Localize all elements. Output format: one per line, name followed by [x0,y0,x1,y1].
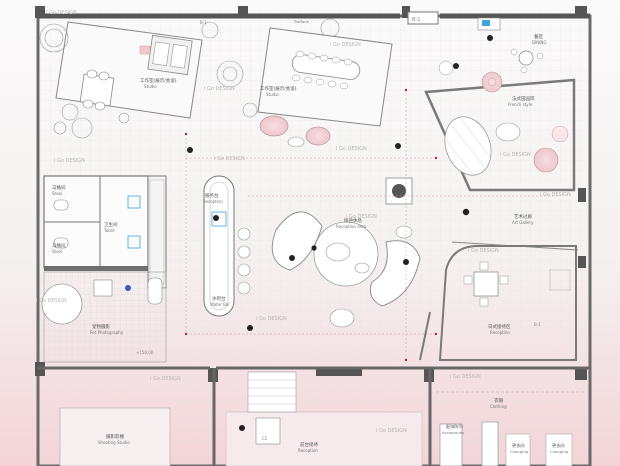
stool-top-label: 马桶间 [52,184,66,191]
watermark-7: i Go DESIGN [346,214,377,220]
pet-photo-label-en: Pet Photography [90,330,124,335]
watermark-8: i Go DESIGN [500,152,531,158]
studio-right: 工作室(展示/会谈) Studio 独立平台 Platform [257,13,393,127]
accessories-label-en: Accessories [442,430,464,435]
toilet-block: 马桶间 Stool 卫生间 Toilet 马桶间 Stool [43,175,167,289]
stool-top-label-en: Stool [52,191,62,196]
art-gallery-label-en: Art Gallery [512,220,534,225]
watermark-6: i Go DESIGN [54,158,85,164]
reception-area-label: 接待休息 [344,217,362,224]
watermark-14: i Go DESIGN [376,428,407,434]
changing-left-label-en: Changing [510,449,529,454]
reception-desk-label-en: Reception [203,199,223,204]
watermark-13: i Go DESIGN [450,374,481,380]
watermark-10: i Go DESIGN [36,298,67,304]
platform-label-en: Platform [294,20,310,24]
watermark-15: i Go DESIGN [540,192,571,198]
shooting-studio: 摄影影棚 Shooting Studio [59,407,171,466]
watermark-12: i Go DESIGN [150,376,181,382]
bottom-walls [38,366,590,466]
accessories-label: 配饰陈列 [446,423,463,430]
tag-right: B-1 [534,322,541,327]
jp-reception: 日式接待区 Reception B-1 [438,245,577,361]
french-area: 法式田园风 French style [424,60,576,192]
water-bar-label: 水吧台 [212,295,226,302]
water-bar-label-en: Water Bar [210,302,230,307]
dining-area: 餐区 DINING [477,17,547,74]
toilet-label: 卫生间 [104,221,118,228]
reception-desk: 服务台 Reception 水吧台 Water Bar [203,175,251,317]
watermark-2: i Go DESIGN [330,42,361,48]
front-desk-label: 前台接待 [300,441,318,448]
reception-desk-label: 服务台 [205,192,219,199]
studio-left-label: 工作室(展示/会谈) [140,77,177,84]
watermarks: i Go DESIGN i Go DESIGN i Go DESIGN i Go… [36,10,571,434]
dining-label: 餐区 [534,33,543,40]
watermark-1: i Go DESIGN [46,10,77,16]
shooting-label: 摄影影棚 [106,433,124,440]
reception-area: 接待休息 Reception area [271,177,421,328]
studio-left-label-en: Studio [144,84,157,89]
studio-right-label-en: Studio [266,92,279,97]
stool-bottom-label: 马桶间 [52,242,66,249]
people-figures [187,35,493,431]
french-label-en: French style [508,102,533,107]
watermark-4: i Go DESIGN [336,146,367,152]
clothing-label-en: Clothing [490,404,507,409]
watermark-3: i Go DESIGN [204,86,235,92]
changing-left-label: 更衣间 [512,442,525,449]
dining-label-en: DINING [532,40,547,45]
changing-right-label-en: Changing [550,449,569,454]
pet-photo-label: 宠物摄影 [92,323,110,330]
studio-left: 工作室(展示/会谈) Studio [55,21,203,119]
outer-walls [36,13,592,466]
dimension-lines [185,90,560,360]
watermark-11: i Go DESIGN [256,316,287,322]
studio-right-label: 工作室(展示/会谈) [260,85,297,92]
lounge-chairs [259,115,331,148]
jp-reception-label: 日式接待区 [488,323,511,330]
watermark-5: i Go DESIGN [214,156,245,162]
art-gallery-label: 艺术过廊 [514,213,532,220]
svg-text:B-1: B-1 [412,17,420,23]
platform-label: 独立平台 [292,13,308,19]
reception-area-label-en: Reception area [336,224,367,229]
tag-top: B-1 [200,20,207,25]
stool-bottom-label-en: Stool [52,249,62,254]
front-desk: C2 前台接待 Reception [225,371,423,466]
front-desk-label-en: Reception [298,448,318,453]
pet-elevation: +150.00 [136,350,154,355]
shooting-label-en: Shooting Studio [98,440,130,445]
tag-bottom-left: C2 [262,436,268,441]
changing-right-label: 更衣间 [552,442,565,449]
jp-reception-label-en: Reception [490,330,510,335]
clothing-label: 衣帽 [494,397,503,404]
french-label: 法式田园风 [512,95,535,102]
pet-photo-area: 宠物摄影 Pet Photography +150.00 [41,271,167,363]
toilet-label-en: Toilet [103,228,115,233]
watermark-9: i Go DESIGN [468,248,499,254]
boutique-area: 衣帽 Clothing 配饰陈列 Accessories 更衣间 Changin… [436,391,586,466]
